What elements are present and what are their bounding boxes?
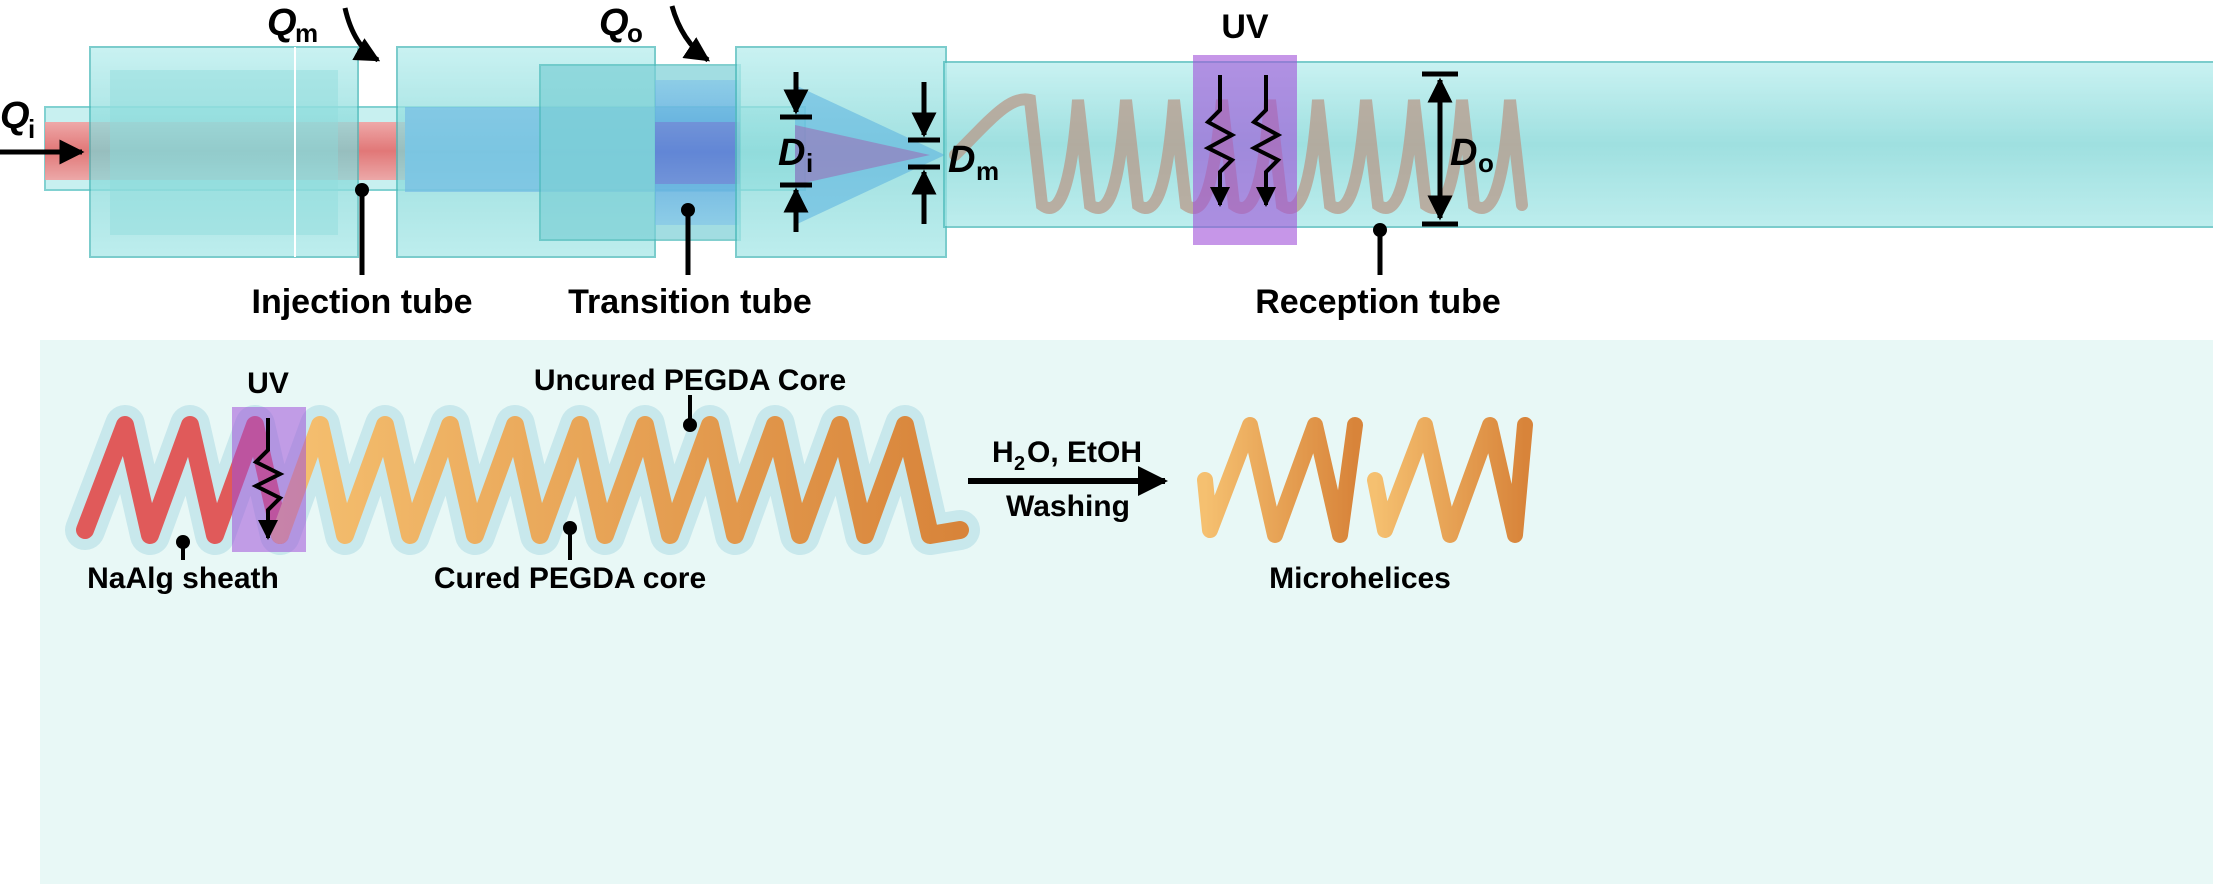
- dim-outer-symbol: D: [1450, 132, 1477, 174]
- cured-core-label: Cured PEGDA core: [434, 562, 706, 595]
- uv-label-top: UV: [1221, 8, 1269, 46]
- microhelices-label: Microhelices: [1269, 562, 1451, 595]
- dim-inner-sub: i: [806, 148, 813, 178]
- flow-middle-sub: m: [295, 18, 318, 48]
- connector-1-inner: [110, 70, 338, 235]
- flow-middle-group: Q m: [267, 2, 381, 63]
- dim-middle-group: [908, 82, 940, 224]
- microhelix-1: [1197, 417, 1363, 543]
- leader-injection: [355, 183, 369, 275]
- dim-outer-sub: o: [1478, 148, 1494, 178]
- transition-tube-label: Transition tube: [568, 283, 812, 321]
- uv-label-bottom: UV: [247, 367, 289, 400]
- injection-tube-label: Injection tube: [252, 283, 473, 321]
- dim-middle-sub: m: [976, 156, 999, 186]
- flow-middle-symbol: Q: [267, 2, 297, 44]
- reagent-sub: 2: [1014, 453, 1025, 475]
- flow-outer-symbol: Q: [599, 2, 629, 44]
- reception-tube-label: Reception tube: [1255, 283, 1501, 321]
- leader-transition: [681, 203, 695, 275]
- transition-blue: [655, 80, 740, 225]
- helix-cured: [271, 416, 969, 544]
- flow-outer-arrow: [669, 5, 711, 63]
- flow-outer-sub: o: [627, 18, 643, 48]
- flow-outer-group: Q o: [599, 2, 711, 63]
- reagent-rest: O, EtOH: [1027, 436, 1142, 469]
- device-assembly: [44, 46, 2213, 258]
- connector-1: [89, 46, 359, 258]
- microhelix-2: [1367, 417, 1533, 543]
- dim-middle-symbol: D: [948, 139, 975, 181]
- leader-uncured: [683, 395, 697, 432]
- dim-outer-group: [1422, 71, 1458, 227]
- sheath-label: NaAlg sheath: [87, 562, 279, 595]
- uv-zigzag-top: [1203, 75, 1283, 207]
- flow-inner-group: Q i: [0, 95, 85, 165]
- dim-inner-symbol: D: [778, 132, 805, 174]
- dim-inner-group: [780, 72, 812, 232]
- flow-inner-symbol: Q: [0, 95, 30, 137]
- leader-sheath: [176, 535, 190, 560]
- uncured-core-label: Uncured PEGDA Core: [534, 364, 846, 397]
- leader-cured: [563, 521, 577, 560]
- reagent-h: H: [992, 436, 1014, 469]
- uv-zigzag-bottom: [251, 418, 285, 540]
- flow-middle-arrow: [342, 7, 381, 63]
- flow-inner-sub: i: [28, 114, 35, 144]
- washing-label: Washing: [1006, 490, 1130, 523]
- leader-reception: [1373, 223, 1387, 275]
- nozzle-core: [795, 125, 930, 185]
